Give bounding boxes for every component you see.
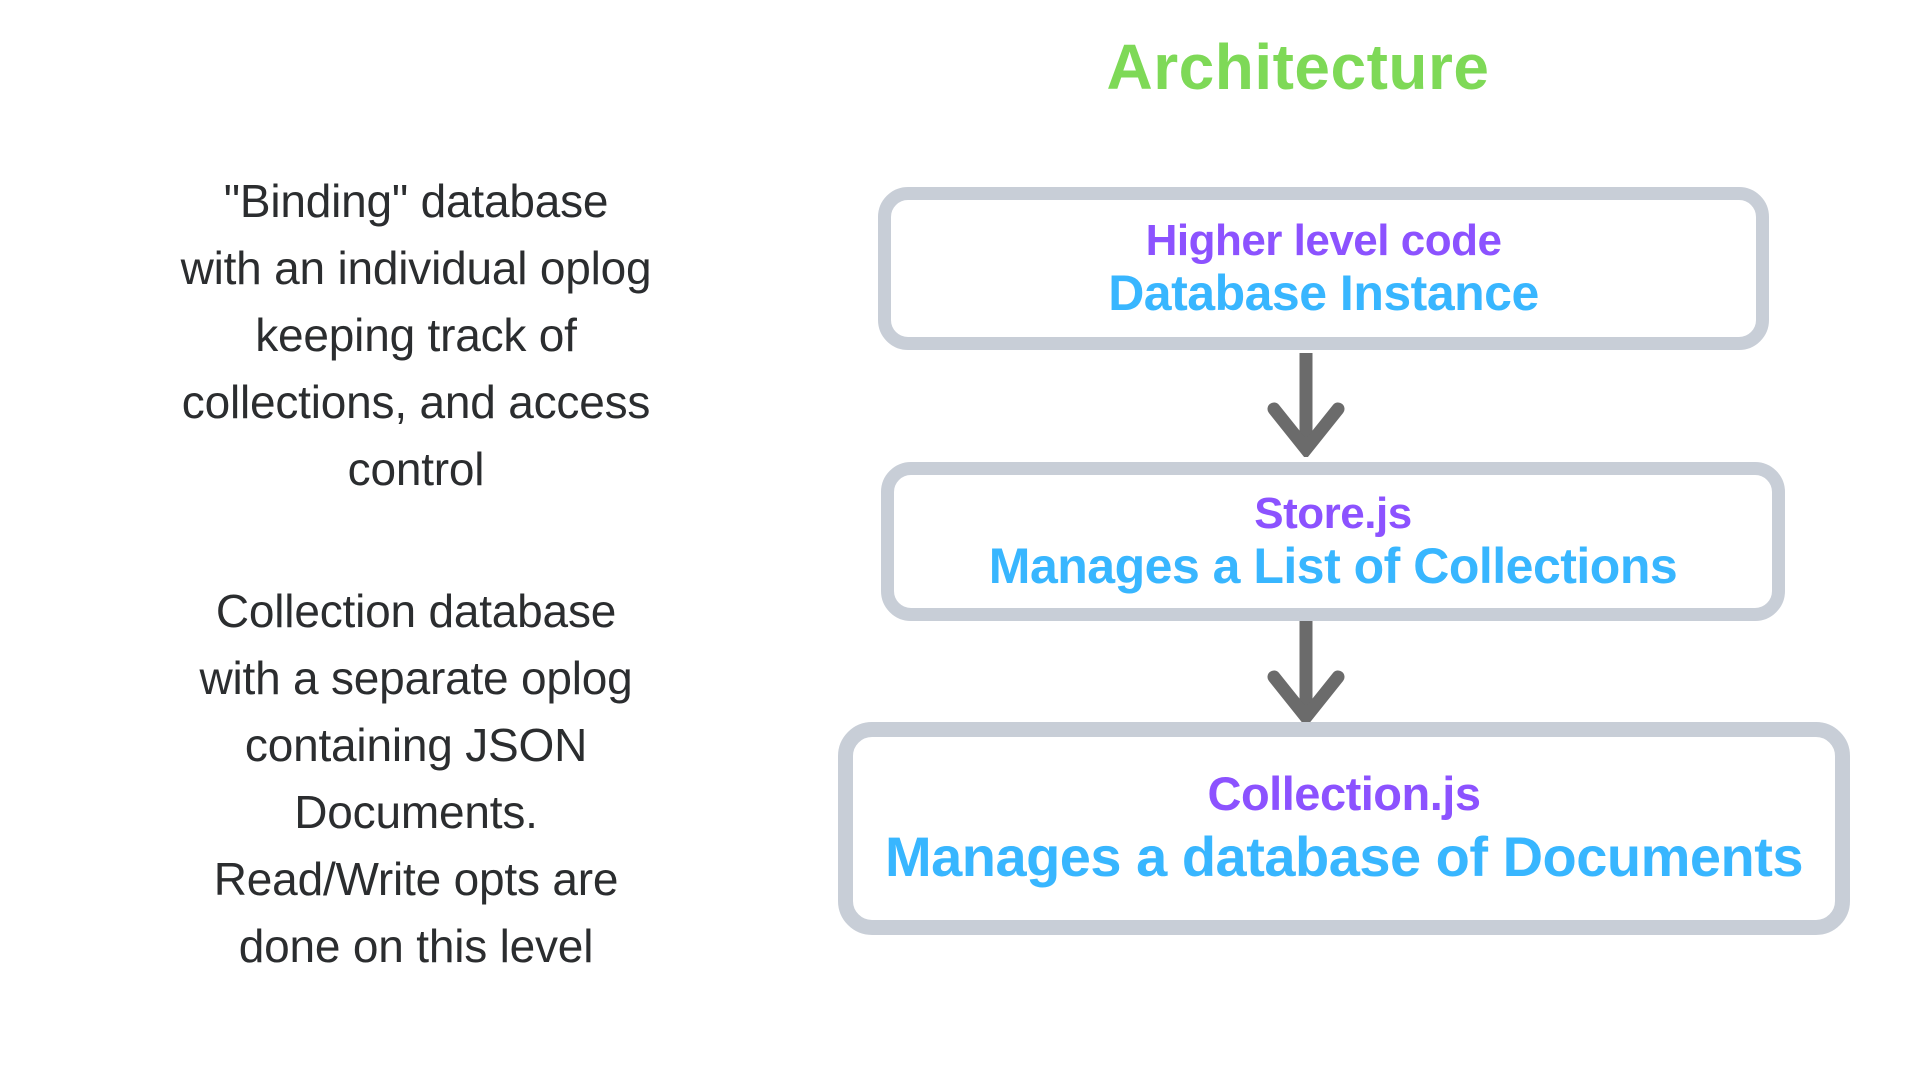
note-collection-database: Collection database with a separate oplo… xyxy=(199,585,633,972)
node-heading: Collection.js xyxy=(1207,766,1481,820)
down-arrow-icon xyxy=(1266,621,1346,725)
flow-node-collection-js: Collection.js Manages a database of Docu… xyxy=(838,722,1850,935)
node-heading: Store.js xyxy=(1254,488,1412,538)
node-subheading: Database Instance xyxy=(1108,265,1539,322)
note-binding-database: "Binding" database with an individual op… xyxy=(180,175,652,495)
node-heading: Higher level code xyxy=(1145,215,1502,265)
flow-node-store-js: Store.js Manages a List of Collections xyxy=(881,462,1785,621)
node-subheading: Manages a List of Collections xyxy=(988,538,1678,595)
down-arrow-icon xyxy=(1266,353,1346,457)
flow-node-database-instance: Higher level code Database Instance xyxy=(878,187,1769,350)
notes-column: "Binding" database with an individual op… xyxy=(140,168,692,980)
node-subheading: Manages a database of Documents xyxy=(884,825,1804,889)
page-title: Architecture xyxy=(1106,31,1490,103)
